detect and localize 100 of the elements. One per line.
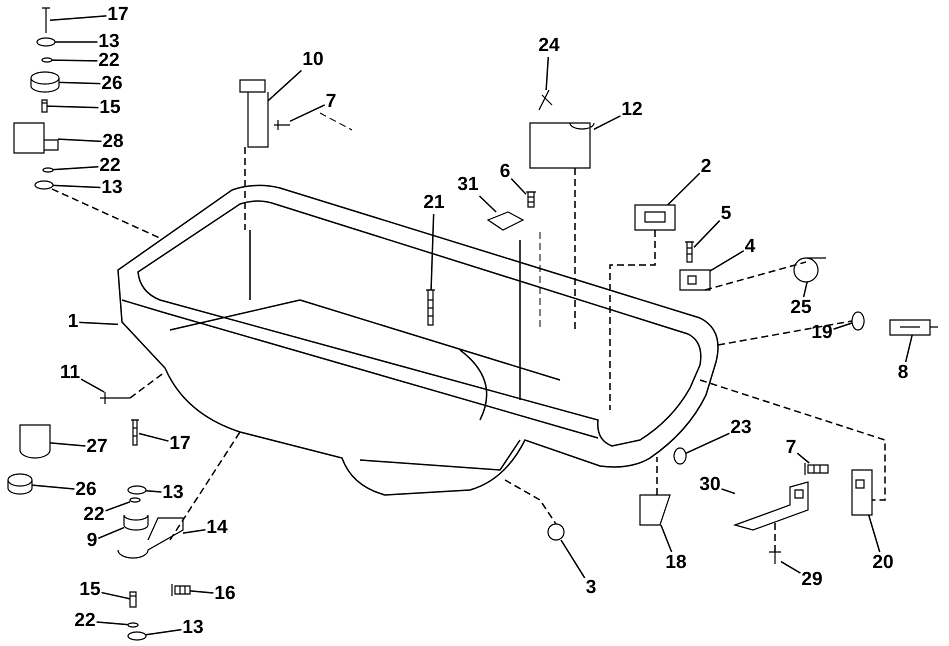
callout-number: 22 (98, 51, 120, 71)
part-drawing (41, 7, 51, 34)
leader-line (868, 514, 880, 552)
part-drawing (793, 257, 826, 283)
callout-number: 19 (811, 323, 833, 343)
alignment-line (704, 261, 806, 291)
callout-number: 7 (786, 438, 796, 458)
callout-number: 30 (699, 475, 721, 495)
leader-line (146, 628, 182, 636)
part-drawing (117, 517, 184, 559)
part-drawing (851, 469, 873, 516)
leader-line (780, 560, 801, 574)
part-drawing (30, 71, 60, 93)
leader-line (904, 334, 913, 362)
callout-number: 13 (162, 483, 184, 503)
callout-number: 21 (423, 193, 445, 213)
part-drawing (129, 591, 137, 608)
callout-number: 1 (68, 312, 78, 332)
part-drawing (13, 122, 59, 154)
part-drawing (768, 551, 782, 565)
callout-number: 17 (107, 5, 129, 25)
leader-line (52, 59, 98, 62)
part-drawing (733, 481, 809, 531)
part-drawing (547, 523, 565, 541)
leader-line (802, 282, 808, 298)
callout-number: 17 (169, 434, 191, 454)
leader-line (182, 529, 206, 534)
part-drawing (538, 89, 553, 111)
callout-number: 10 (302, 50, 324, 70)
alignment-line (718, 320, 852, 346)
callout-number: 24 (538, 36, 560, 56)
callout-number: 27 (86, 437, 108, 457)
leader-line (55, 41, 98, 43)
callout-number: 9 (86, 531, 98, 551)
part-drawing (131, 419, 139, 446)
callout-number: 13 (101, 178, 123, 198)
callout-number: 7 (326, 92, 336, 112)
callout-number: 5 (720, 204, 732, 224)
part-drawing (7, 473, 33, 495)
callout-number: 22 (83, 505, 105, 525)
callout-number: 22 (99, 156, 121, 176)
part-drawing (127, 631, 147, 641)
part-drawing (639, 494, 671, 526)
alignment-line (656, 457, 658, 495)
part-drawing (851, 311, 865, 331)
leader-line (105, 501, 130, 512)
callout-number: 11 (60, 363, 80, 383)
part-drawing (42, 57, 53, 63)
callout-number: 6 (500, 162, 510, 182)
leader-line (146, 490, 162, 493)
leader-line (96, 621, 128, 626)
leader-line (52, 166, 98, 170)
callout-number: 23 (730, 418, 752, 438)
part-drawing (19, 424, 51, 459)
part-drawing (685, 241, 694, 263)
leader-line (50, 442, 86, 447)
callout-number: 8 (898, 363, 908, 383)
callout-number: 31 (457, 175, 479, 195)
callout-number: 13 (182, 618, 204, 638)
callout-number: 26 (101, 74, 123, 94)
leader-line (79, 322, 118, 326)
part-drawing (634, 204, 676, 231)
callout-number: 15 (99, 98, 121, 118)
part-drawing (889, 319, 939, 336)
leader-line (430, 214, 434, 290)
part-drawing (804, 463, 829, 475)
part-drawing (41, 99, 48, 113)
leader-line (478, 195, 497, 213)
part-drawing (239, 79, 269, 148)
part-drawing (486, 211, 524, 231)
part-drawing (34, 180, 54, 190)
callout-number: 16 (214, 584, 236, 604)
callout-number: 4 (744, 237, 756, 257)
alignment-line (244, 147, 246, 230)
leader-line (46, 105, 98, 108)
part-drawing (426, 289, 435, 326)
leader-line (660, 524, 672, 552)
part-drawing (130, 497, 141, 503)
alignment-line (774, 522, 776, 552)
leader-line (101, 592, 130, 600)
alignment-line (574, 168, 576, 330)
part-drawing (99, 391, 131, 405)
callout-number: 3 (586, 578, 596, 598)
callout-number: 14 (206, 518, 228, 538)
callout-number: 25 (790, 298, 812, 318)
part-drawing (42, 167, 54, 173)
callout-number: 12 (621, 100, 643, 120)
callout-number: 28 (102, 132, 124, 152)
leader-line (686, 432, 730, 454)
leader-line (268, 70, 302, 102)
alignment-line (609, 230, 656, 410)
leader-line (80, 378, 105, 393)
part-drawing (123, 514, 149, 531)
part-drawing (273, 119, 291, 131)
callout-number: 15 (79, 580, 101, 600)
callout-number: 20 (872, 553, 894, 573)
leader-line (290, 104, 326, 122)
leader-line (98, 526, 124, 540)
leader-line (58, 82, 100, 84)
leader-line (190, 590, 214, 594)
